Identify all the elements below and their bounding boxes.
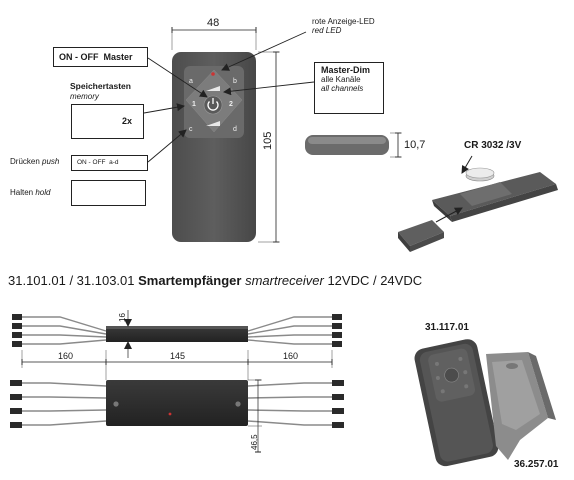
receiver-lead-right-dim: 160 — [283, 351, 299, 361]
receiver-lead-left-dim: 160 — [58, 351, 74, 361]
receiver-top-view — [10, 380, 344, 428]
master-label: ON - OFF Master — [59, 52, 133, 62]
receiver-width-dim: 46,5 — [250, 434, 259, 450]
holder-product-code: 36.257.01 — [514, 459, 559, 470]
receiver-name-en: smartreceiver — [245, 273, 324, 288]
remote-front-view — [172, 52, 256, 242]
receiver-codes: 31.101.01 / 31.103.01 — [8, 273, 135, 288]
masterdim-label-de: alle Kanäle — [321, 75, 361, 84]
memory-label-en: memory — [70, 91, 99, 101]
masterdim-label-en: all channels — [321, 84, 364, 93]
receiver-side-view — [12, 314, 342, 347]
key-label-a: a — [189, 78, 193, 85]
receiver-title: 31.101.01 / 31.103.01 Smartempfänger sma… — [8, 273, 423, 289]
hold-label-en: hold — [35, 188, 51, 197]
hold-callout-box — [71, 180, 146, 206]
memory-callout-box: 2x — [71, 104, 144, 139]
key-label-2: 2 — [229, 101, 233, 108]
memory-heading: Speichertasten memory — [70, 81, 131, 101]
led-label-de: rote Anzeige-LED — [312, 17, 375, 26]
push-label-en: push — [42, 157, 60, 166]
master-callout-box: ON - OFF Master — [53, 47, 148, 67]
masterdim-callout-box: Master-Dim alle Kanäle all channels — [314, 62, 384, 114]
battery-label: CR 3032 /3V — [464, 140, 522, 151]
receiver-height-dim: 16 — [118, 313, 127, 322]
key-label-1: 1 — [192, 101, 196, 108]
remote-side-view — [305, 135, 389, 155]
hold-label: Halten hold — [10, 188, 50, 197]
product-holder-photo — [486, 352, 556, 460]
memory-count: 2x — [122, 116, 133, 126]
key-label-c: c — [189, 126, 193, 133]
battery-illustration — [398, 167, 558, 252]
receiver-voltage: 12VDC / 24VDC — [327, 273, 423, 288]
receiver-name-de: Smartempfänger — [138, 273, 242, 288]
led-label-en: red LED — [312, 26, 342, 36]
push-label: Drücken push — [10, 157, 59, 166]
led-callout: rote Anzeige-LED red LED — [312, 17, 375, 35]
memory-label-de: Speichertasten — [70, 81, 131, 91]
remote-depth-dim: 10,7 — [404, 139, 426, 151]
remote-height-dim: 105 — [262, 131, 274, 150]
remote-width-dim: 48 — [207, 17, 220, 29]
receiver-body-dim: 145 — [170, 351, 186, 361]
hold-label-de: Halten — [10, 188, 34, 197]
push-label-de: Drücken — [10, 157, 40, 166]
remote-product-code: 31.117.01 — [425, 322, 469, 333]
push-callout-box: ON - OFF a-d — [71, 155, 148, 171]
key-label-d: d — [233, 126, 237, 133]
key-label-b: b — [233, 78, 237, 85]
product-remote-photo — [414, 339, 499, 467]
push-value: ON - OFF a-d — [77, 159, 119, 166]
masterdim-title: Master-Dim — [321, 65, 371, 75]
